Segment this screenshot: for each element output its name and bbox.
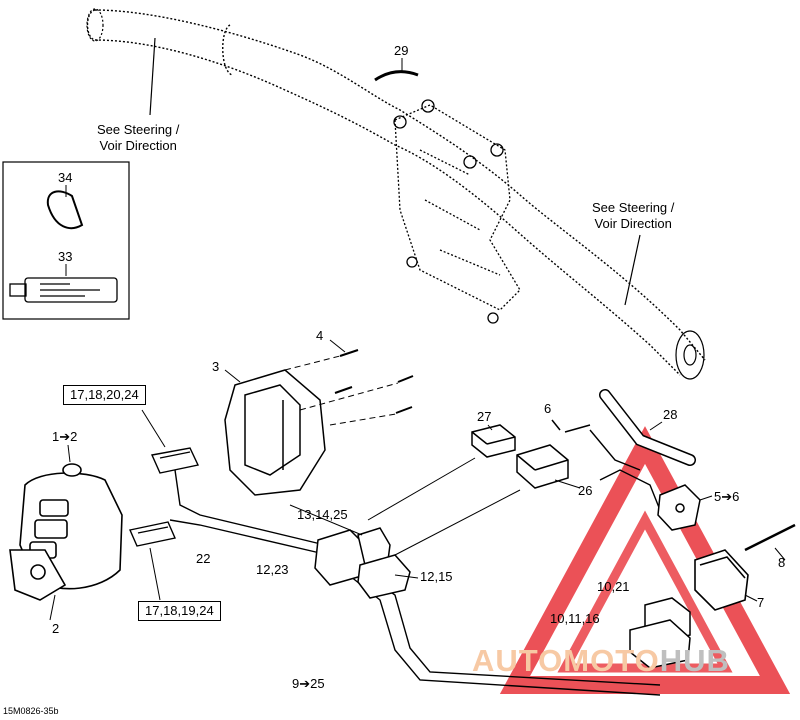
label-8: 8	[778, 555, 786, 570]
label-22: 22	[196, 551, 211, 566]
left-grip	[86, 8, 156, 116]
label-12-15: 12,15	[420, 569, 453, 584]
leader-17b	[149, 547, 161, 601]
leader-28	[649, 421, 663, 431]
part-29-tie	[374, 70, 419, 82]
label-10-11-16: 10,11,16	[550, 611, 600, 626]
connector-lower-left	[129, 521, 176, 547]
arrow-to-13	[367, 457, 476, 521]
part-27-connector	[471, 424, 516, 458]
note-steering-right-line2: Voir Direction	[594, 216, 672, 231]
leader-8	[774, 547, 786, 561]
watermark-part2: HUB	[659, 643, 730, 678]
arrow-13	[289, 504, 363, 536]
label-33: 33	[58, 249, 73, 264]
leader-17a	[141, 409, 166, 448]
figure-code: 15M0826-35b	[3, 706, 59, 716]
label-2: 2	[52, 621, 60, 636]
connector-upper-left	[150, 447, 200, 474]
note-steering-top-line1: See Steering /	[97, 122, 180, 137]
part-4-screws	[334, 349, 414, 414]
leader-2	[49, 594, 56, 621]
watermark-part1: AUTOMOTO	[472, 643, 660, 678]
watermark-text: AUTOMOTOHUB	[472, 643, 730, 679]
label-28: 28	[663, 407, 678, 422]
riser-bolts	[393, 99, 504, 324]
arrow-12-15	[394, 574, 419, 579]
screw-dashes	[284, 355, 399, 426]
leader-4	[329, 339, 346, 353]
label-6: 6	[544, 401, 552, 416]
part-6-pin	[551, 419, 591, 433]
label-1-2: 1➔2	[52, 429, 78, 444]
note-steering-right: See Steering / Voir Direction	[592, 200, 674, 232]
label-17-18-20-24: 17,18,20,24	[63, 385, 146, 405]
part-28-hose-inner	[600, 390, 695, 465]
part-5-sensor	[657, 484, 701, 531]
part-7-module	[694, 549, 749, 611]
leader-26	[554, 479, 581, 489]
throttle-lever	[9, 549, 67, 601]
note-steering-right-line1: See Steering /	[592, 200, 675, 215]
leader-3	[224, 369, 241, 383]
right-grip	[624, 234, 705, 380]
part-34-clamp	[46, 190, 84, 230]
handlebar	[86, 9, 706, 376]
label-27: 27	[477, 409, 492, 424]
label-17-18-19-24: 17,18,19,24	[138, 601, 221, 621]
part-26-connector	[516, 444, 569, 489]
leader-27	[487, 424, 493, 431]
inset-box	[2, 161, 130, 320]
leader-5	[699, 495, 713, 501]
label-26: 26	[578, 483, 593, 498]
part-3-housing	[224, 369, 326, 496]
part-33-tube	[9, 277, 118, 303]
watermark-triangle-inner	[557, 510, 733, 673]
leader-1	[67, 444, 71, 463]
leader-7	[744, 594, 758, 602]
label-10-21: 10,21	[597, 579, 630, 594]
label-12-23: 12,23	[256, 562, 289, 577]
label-5-6: 5➔6	[714, 489, 740, 504]
label-9-25: 9➔25	[292, 676, 325, 691]
label-29: 29	[394, 43, 409, 58]
riser-block	[394, 104, 521, 311]
label-34: 34	[58, 170, 73, 185]
label-3: 3	[212, 359, 220, 374]
label-4: 4	[316, 328, 324, 343]
relay-10-11-16	[629, 619, 691, 669]
label-7: 7	[757, 595, 765, 610]
arrow-to-12	[394, 489, 521, 556]
central-connectors	[314, 527, 411, 599]
label-13-14-25: 13,14,25	[297, 507, 348, 522]
note-steering-top-line2: Voir Direction	[99, 138, 177, 153]
part-8-bolt	[744, 523, 796, 552]
note-steering-top: See Steering / Voir Direction	[97, 122, 179, 154]
